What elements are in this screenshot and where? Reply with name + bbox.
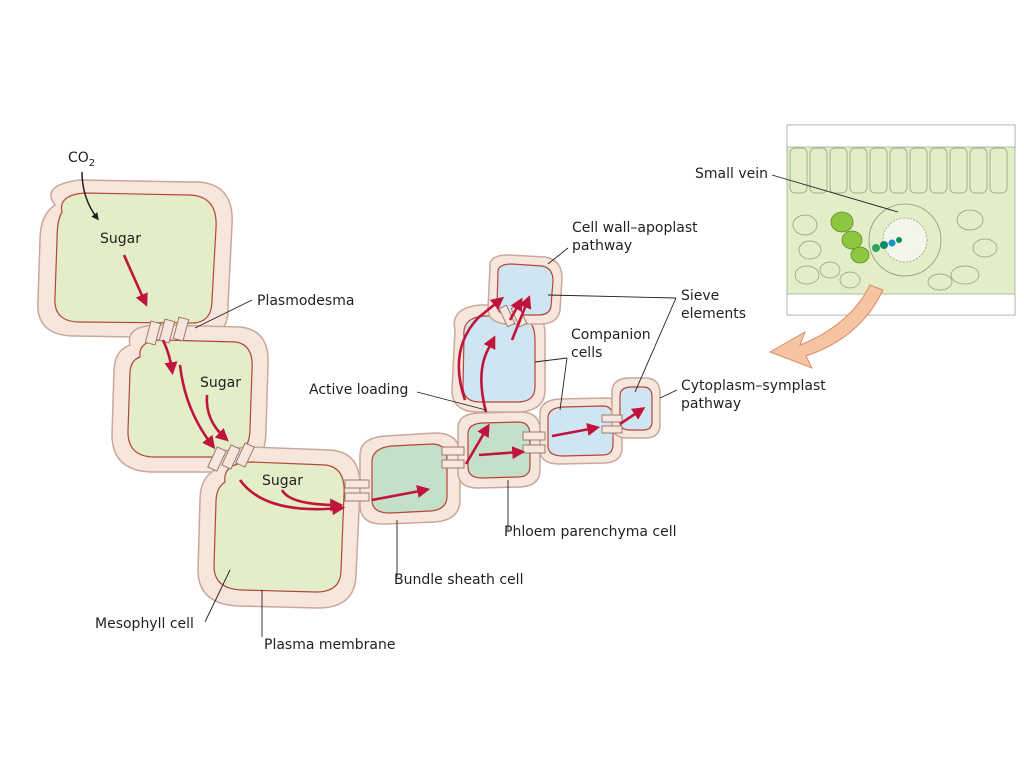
plasmodesmata (144, 304, 623, 502)
mesophyll-label: Mesophyll cell (95, 616, 194, 632)
co2-label: CO2 (68, 150, 95, 169)
mesophyll-cell-2 (111, 324, 269, 473)
leaf-cross-section-inset (786, 124, 1016, 316)
cytoplasm-label-line1: Cytoplasm–symplast (681, 378, 826, 394)
sugar-label-1: Sugar (100, 231, 141, 247)
sieve-label-line2: elements (681, 306, 746, 322)
bundle-sheath-label: Bundle sheath cell (394, 572, 523, 588)
sugar-flow-arrows (122, 254, 646, 516)
mesophyll-cell-3 (197, 446, 361, 609)
inset-pointer-arrow (768, 284, 884, 369)
apoplast-sieve-element (487, 254, 563, 325)
sugar-label-3: Sugar (262, 473, 303, 489)
cell-wall-label-line2: pathway (572, 238, 632, 254)
mesophyll-cell-1 (37, 179, 233, 339)
cytoplasm-label-line2: pathway (681, 396, 741, 412)
leader-lines (194, 174, 899, 637)
plasma-membrane-label: Plasma membrane (264, 637, 395, 653)
active-loading-label: Active loading (309, 382, 408, 398)
labels: CO2 Sugar Sugar Sugar Plasmodesma Active… (68, 150, 826, 653)
sieve-label-line1: Sieve (681, 288, 719, 304)
co2-arrow (81, 171, 99, 221)
sugar-label-2: Sugar (200, 375, 241, 391)
plasmodesma-label: Plasmodesma (257, 293, 354, 309)
companion-label-line1: Companion (571, 327, 651, 343)
phloem-parenchyma-label: Phloem parenchyma cell (504, 524, 676, 540)
cell-wall-label-line1: Cell wall–apoplast (572, 220, 698, 236)
companion-label-line2: cells (571, 345, 602, 361)
small-vein-label: Small vein (695, 166, 768, 182)
